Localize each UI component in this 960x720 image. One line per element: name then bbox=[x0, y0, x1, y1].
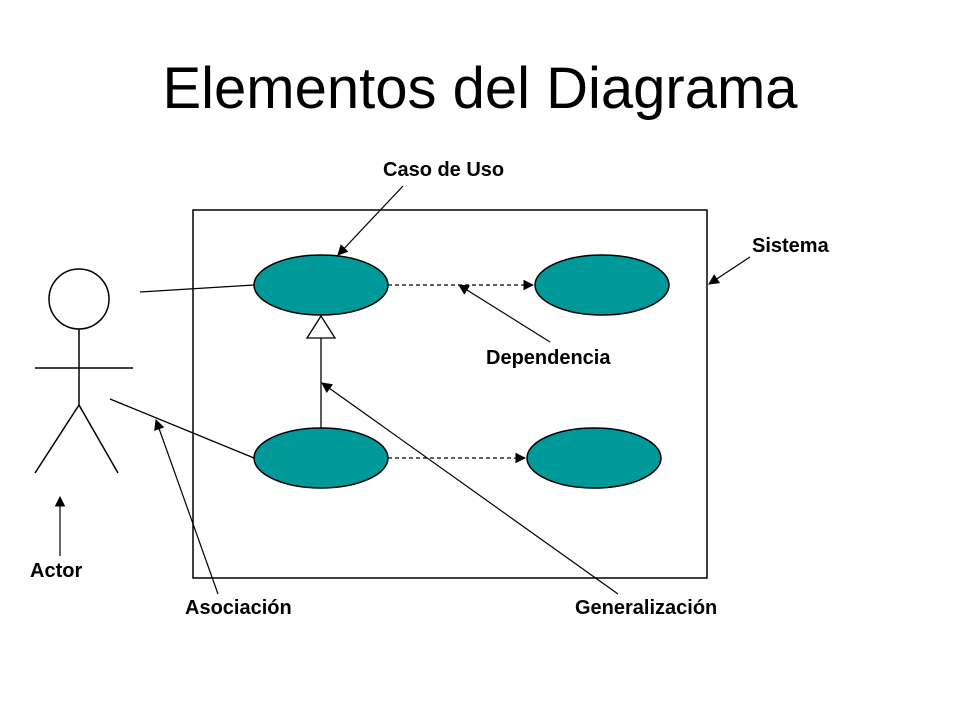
actor-figure bbox=[34, 268, 133, 474]
label-actor: Actor bbox=[30, 560, 83, 582]
use-case-top-left bbox=[253, 254, 389, 316]
label-system: Sistema bbox=[752, 235, 829, 257]
label-association: Asociación bbox=[185, 597, 292, 619]
use-case-top-right bbox=[534, 254, 670, 316]
label-dependency: Dependencia bbox=[486, 347, 611, 369]
label-use-case: Caso de Uso bbox=[383, 159, 505, 181]
generalization-triangle bbox=[305, 314, 337, 339]
pointer-association bbox=[154, 418, 219, 595]
pointer-use-case bbox=[337, 185, 404, 256]
pointer-generalization bbox=[321, 382, 619, 595]
pointer-dependency bbox=[458, 284, 551, 343]
pointer-system bbox=[708, 256, 751, 285]
association-line-bottom bbox=[109, 398, 255, 459]
system-boundary bbox=[192, 209, 708, 579]
slide-title: Elementos del Diagrama bbox=[162, 56, 798, 121]
association-line-top bbox=[139, 284, 255, 293]
use-case-bottom-right bbox=[526, 427, 662, 489]
use-case-bottom-left bbox=[253, 427, 389, 489]
label-generalization: Generalización bbox=[575, 597, 718, 619]
